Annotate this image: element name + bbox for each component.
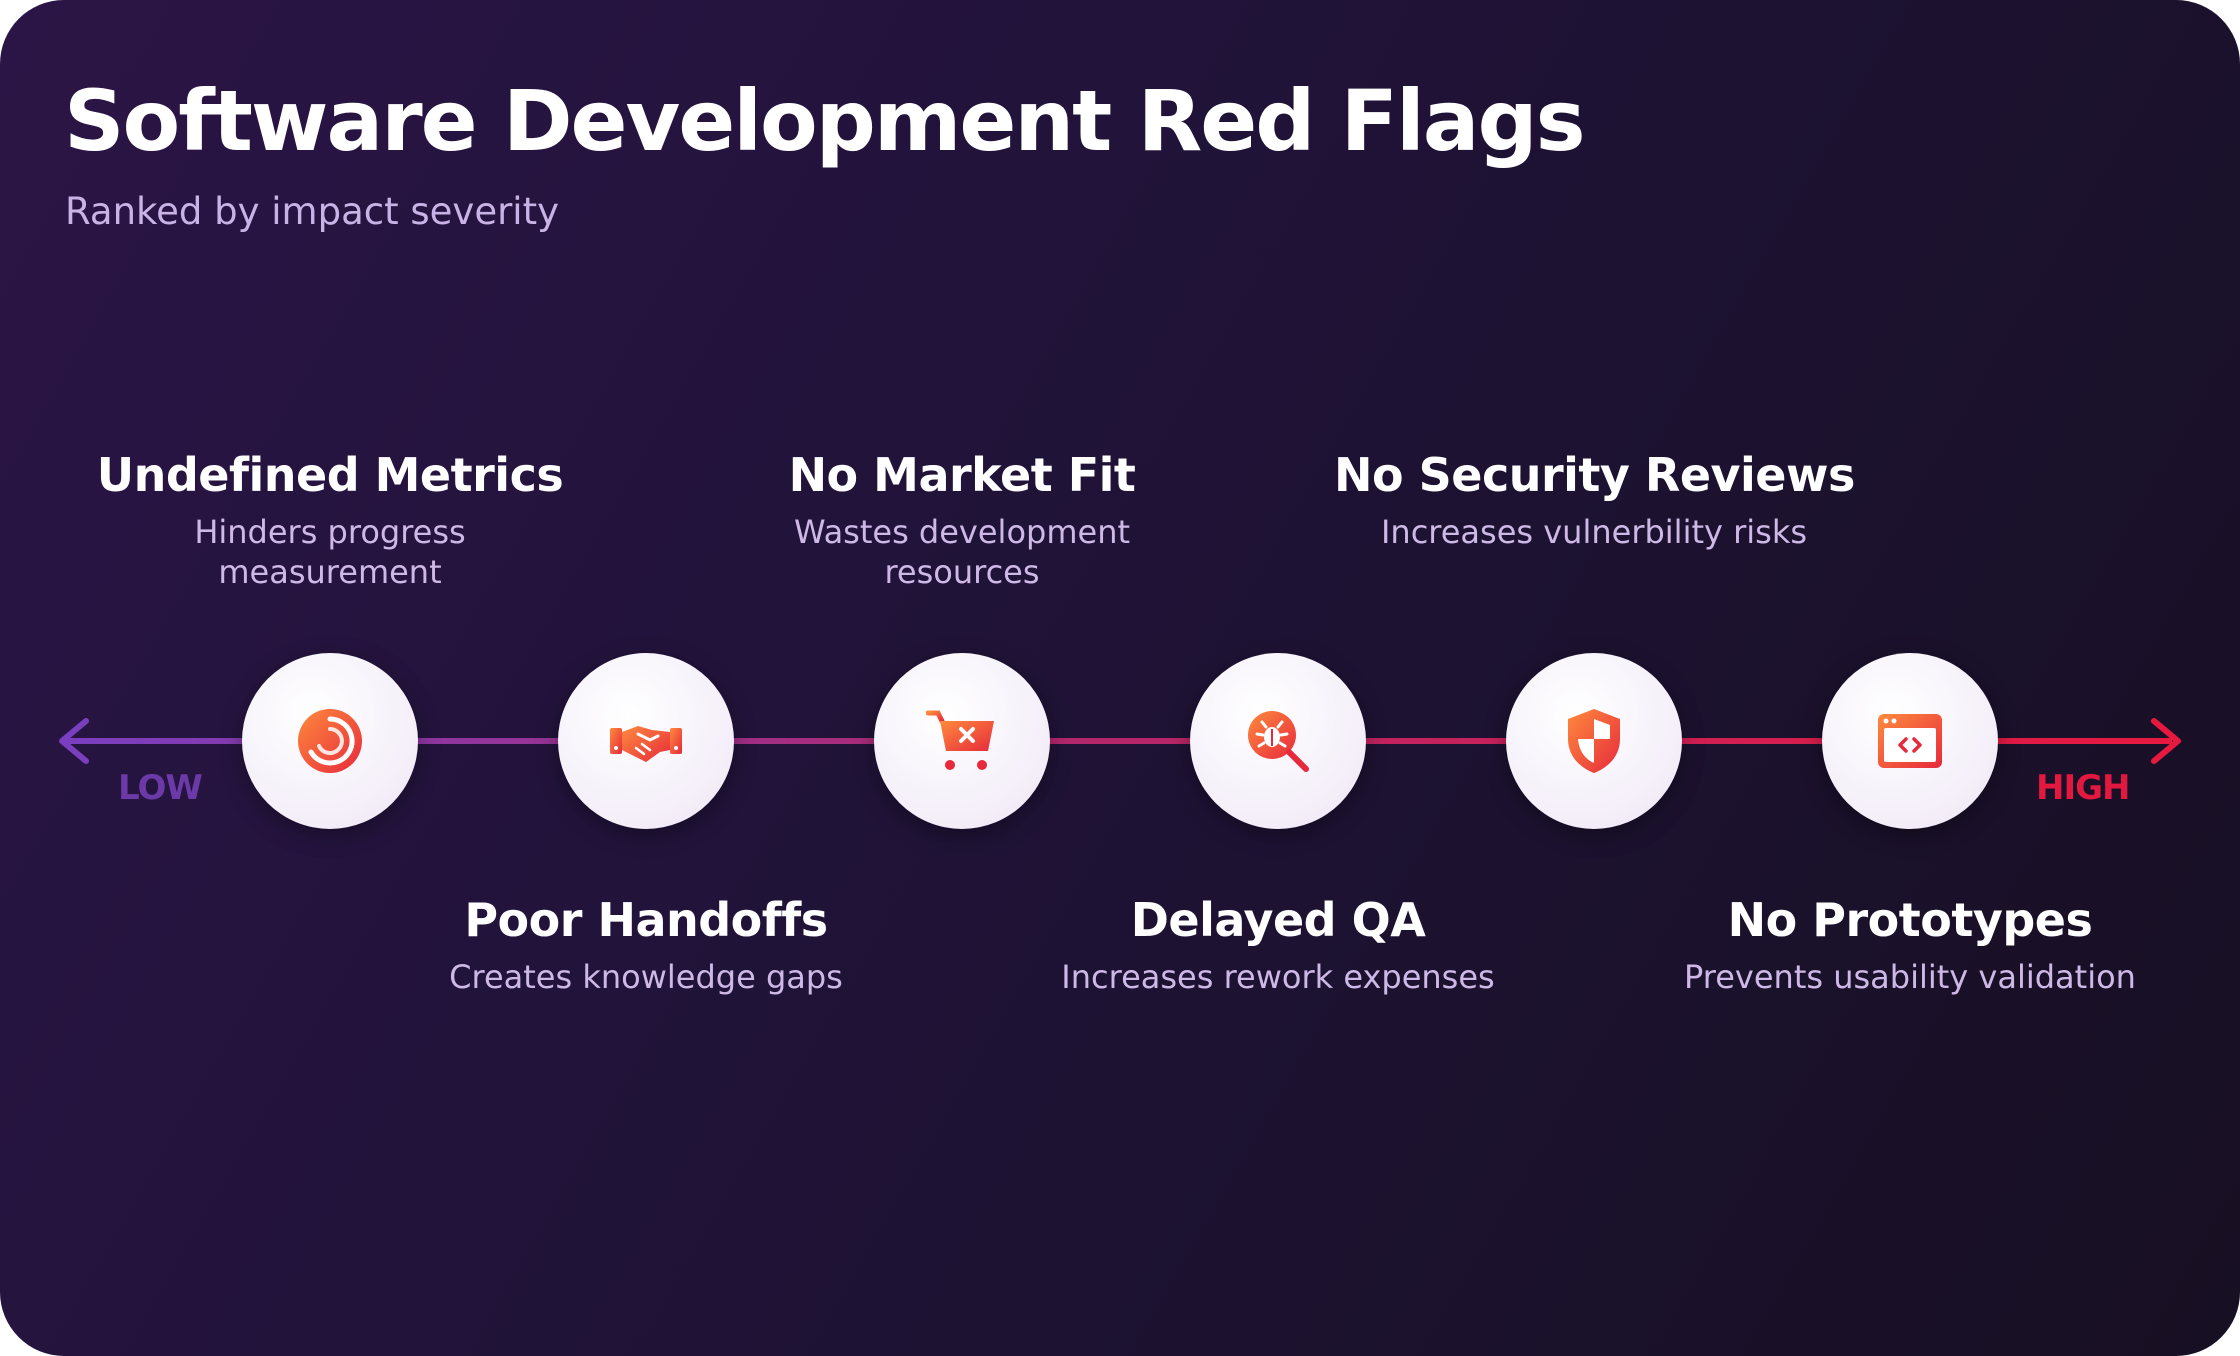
browser-code-icon xyxy=(1876,712,1944,770)
page-title: Software Development Red Flags xyxy=(64,72,1586,170)
flag-name: Undefined Metrics xyxy=(96,448,564,502)
flag-label-no-security-reviews: No Security Reviews Increases vulnerbili… xyxy=(1334,448,1855,552)
flag-node-no-prototypes xyxy=(1822,653,1998,829)
low-arrow-icon xyxy=(59,718,89,764)
flag-node-poor-handoffs xyxy=(558,653,734,829)
high-arrow-icon xyxy=(2151,718,2181,764)
flag-node-no-market-fit xyxy=(874,653,1050,829)
flag-name: Poor Handoffs xyxy=(464,893,828,947)
flag-node-undefined-metrics xyxy=(242,653,418,829)
flag-description: Hinders progress measurement xyxy=(194,513,466,591)
flag-description: Increases rework expenses xyxy=(1061,958,1495,996)
flag-description: Prevents usability validation xyxy=(1684,958,2136,996)
bug-search-icon xyxy=(1246,709,1310,773)
flag-node-delayed-qa xyxy=(1190,653,1366,829)
flag-name: Delayed QA xyxy=(1130,893,1426,947)
low-label: LOW xyxy=(118,768,203,808)
flag-name: No Prototypes xyxy=(1727,893,2093,947)
handshake-icon xyxy=(608,716,684,766)
flag-description: Increases vulnerbility risks xyxy=(1380,513,1808,551)
gauge-icon xyxy=(295,706,365,776)
flag-name: No Security Reviews xyxy=(1334,448,1855,502)
flag-label-undefined-metrics: Undefined Metrics Hinders progress measu… xyxy=(70,448,590,592)
flag-description: Wastes development resources xyxy=(793,513,1131,591)
shield-icon xyxy=(1565,707,1623,775)
flag-label-no-market-fit: No Market Fit Wastes development resourc… xyxy=(702,448,1222,592)
flag-label-no-prototypes: No Prototypes Prevents usability validat… xyxy=(1650,893,2170,997)
flag-label-delayed-qa: Delayed QA Increases rework expenses xyxy=(1018,893,1538,997)
cart-x-icon xyxy=(926,707,998,775)
flag-node-no-security-reviews xyxy=(1506,653,1682,829)
flag-description: Creates knowledge gaps xyxy=(449,958,843,996)
page-subtitle: Ranked by impact severity xyxy=(65,190,559,233)
flag-name: No Market Fit xyxy=(788,448,1136,502)
flag-label-poor-handoffs: Poor Handoffs Creates knowledge gaps xyxy=(386,893,906,997)
high-label: HIGH xyxy=(2036,768,2130,808)
